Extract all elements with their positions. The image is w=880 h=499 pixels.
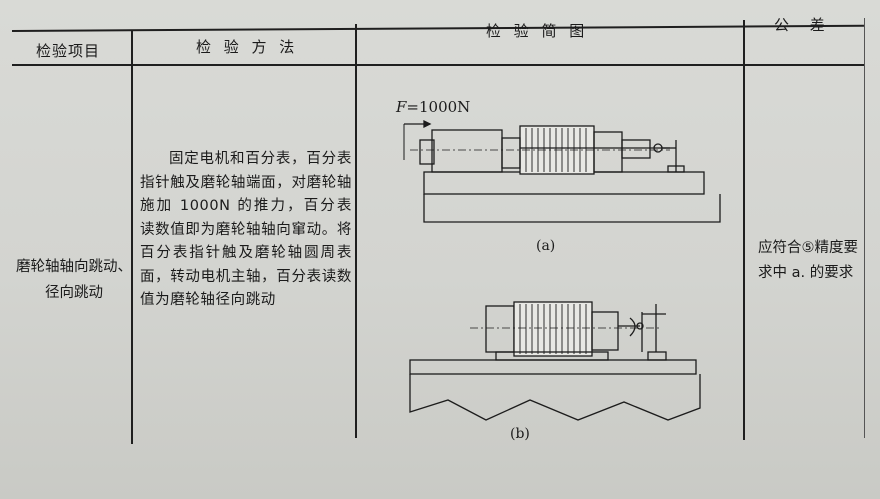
motor-endcap-b <box>591 311 619 351</box>
header-bottom-rule <box>12 64 864 66</box>
indicator-base-b <box>647 351 667 361</box>
wheel-housing-a <box>431 129 503 173</box>
figure-a-drawing <box>403 119 721 223</box>
figure-a-label: (a) <box>536 238 556 254</box>
wheel-cap-a <box>419 139 435 165</box>
col-divider-3 <box>743 20 745 440</box>
bed-b <box>409 359 697 375</box>
bed-b-lower <box>409 374 701 421</box>
header-diagram: 检 验 简 图 <box>486 22 589 40</box>
motor-foot-b <box>495 351 609 361</box>
motor-fins-b <box>519 304 587 354</box>
figure-b-label: (b) <box>510 426 530 442</box>
col-divider-2 <box>355 24 357 438</box>
force-arrow-head <box>423 119 432 129</box>
indicator-tip-b <box>636 322 644 330</box>
tolerance-requirement: 应符合⑤精度要求中 a. 的要求 <box>758 240 858 281</box>
header-item: 检验项目 <box>36 42 101 60</box>
inspection-item: 磨轮轴轴向跳动、径向跳动 <box>16 259 132 301</box>
col-divider-1 <box>131 30 133 444</box>
table-right-edge <box>864 18 865 438</box>
force-value: =1000N <box>406 98 471 116</box>
force-label: F=1000N <box>396 98 470 116</box>
header-tolerance: 公 差 <box>774 16 833 34</box>
spindle-end-a <box>621 139 651 159</box>
motor-endcap-a <box>593 131 623 173</box>
bed-a <box>423 171 705 195</box>
motor-b <box>513 301 593 357</box>
motor-flange-b <box>485 305 515 353</box>
header-method: 检 验 方 法 <box>196 38 299 56</box>
motor-flange-a <box>501 137 521 169</box>
figure-b-drawing <box>409 301 701 421</box>
rotation-arrow-b <box>629 317 636 337</box>
indicator-base-a <box>667 165 685 173</box>
bed-a-lower <box>423 194 721 223</box>
force-symbol: F <box>396 98 407 116</box>
inspection-method: 固定电机和百分表，百分表指针触及磨轮轴端面，对磨轮轴施加 1000N 的推力，百… <box>140 151 352 308</box>
